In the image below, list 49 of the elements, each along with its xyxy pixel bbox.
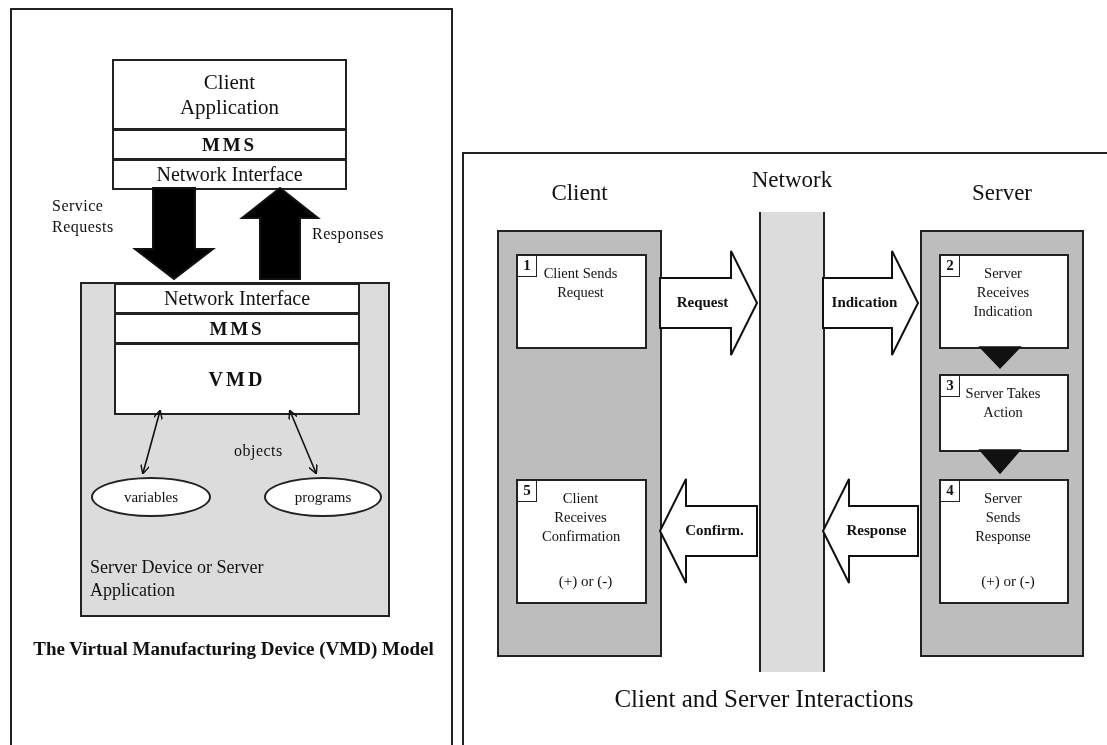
flow-arrowhead <box>978 449 1022 475</box>
panel-frame <box>462 152 1107 745</box>
step-note: (+) or (-) <box>557 573 614 590</box>
step-label: Server Sends Response <box>974 489 1032 546</box>
step-box <box>516 479 647 604</box>
layer-label: Network Interface <box>164 287 310 310</box>
column-heading: Client <box>550 180 609 206</box>
step-number: 3 <box>940 375 960 397</box>
layer-label: MMS <box>202 133 257 156</box>
step-label: Server Takes Action <box>965 384 1041 422</box>
step-box <box>939 479 1069 604</box>
layer-box <box>112 129 347 160</box>
arrow <box>140 409 163 475</box>
layer-label: MMS <box>209 317 265 340</box>
step-number: 1 <box>517 255 537 277</box>
step-box <box>939 374 1069 452</box>
step-label: Client Sends Request <box>542 264 619 302</box>
panel-frame <box>10 8 453 745</box>
layer-label: Network Interface <box>156 163 303 186</box>
step-note: (+) or (-) <box>980 573 1036 590</box>
step-label: Server Receives Indication <box>972 264 1034 321</box>
layer-label: VMD <box>208 367 266 391</box>
device-label: Server Device or Server Application <box>90 556 265 601</box>
step-box <box>939 254 1069 349</box>
arrow <box>288 409 318 475</box>
block-arrow <box>132 187 216 281</box>
layer-box <box>114 283 360 314</box>
flow-arrowhead <box>978 346 1022 370</box>
panel-title: The Virtual Manufacturing Device (VMD) Model <box>32 638 435 661</box>
layer-label: Client Application <box>178 70 281 119</box>
object-label: programs <box>294 488 352 506</box>
edge-label: objects <box>234 441 284 462</box>
step-number: 2 <box>940 255 960 277</box>
layer-box <box>112 159 347 190</box>
object-label: variables <box>123 488 179 506</box>
step-box <box>516 254 647 349</box>
device-box <box>80 282 390 617</box>
step-label: Client Receives Confirmation <box>542 489 619 546</box>
step-number: 5 <box>517 480 537 502</box>
column-heading: Server <box>971 180 1033 206</box>
column-heading: Network <box>750 167 834 193</box>
step-number: 4 <box>940 480 960 502</box>
layer-box <box>112 59 347 130</box>
layer-box <box>114 313 360 344</box>
block-arrow <box>239 186 321 280</box>
edge-label: Responses <box>312 224 385 245</box>
panel-title: Client and Server Interactions <box>613 684 915 714</box>
edge-label: Service Requests <box>52 196 115 238</box>
layer-box <box>114 343 360 415</box>
